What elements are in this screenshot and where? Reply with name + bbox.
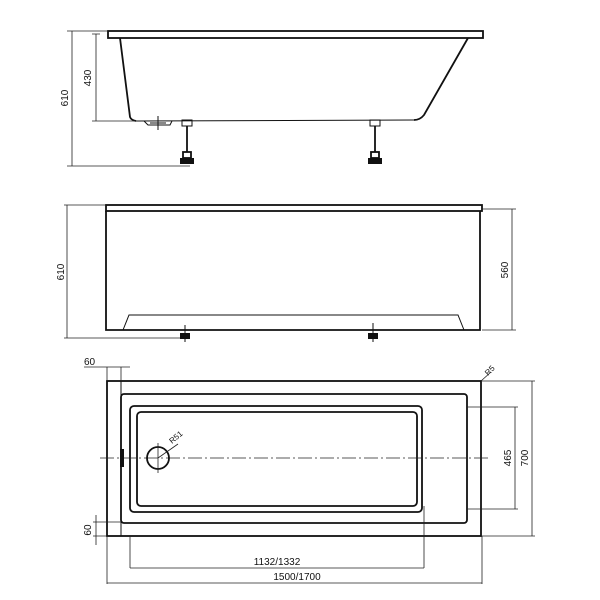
dim-front-610: 610 xyxy=(56,263,67,280)
side-view: 610 430 xyxy=(60,30,484,167)
leg-left xyxy=(180,119,194,164)
dim-rim-60-bottom: 60 xyxy=(83,524,94,536)
dim-overall-700: 700 xyxy=(520,449,531,466)
dim-drain-r51: R51 xyxy=(168,429,185,446)
front-view: 610 560 xyxy=(56,204,516,342)
dim-inner-length: 1132/1332 xyxy=(254,557,301,568)
foot-right xyxy=(368,323,378,342)
drain xyxy=(146,443,179,473)
top-view: R51 R5 60 60 465 700 1132/1332 1500/1700 xyxy=(83,357,535,584)
dim-side-430: 430 xyxy=(83,69,94,86)
dim-corner-r5: R5 xyxy=(483,363,497,377)
leg-right xyxy=(368,119,382,164)
dim-side-610: 610 xyxy=(60,89,71,106)
dim-overall-length: 1500/1700 xyxy=(273,572,321,583)
foot-left xyxy=(180,325,190,342)
dim-inner-465: 465 xyxy=(503,449,514,466)
dim-front-560: 560 xyxy=(500,261,511,278)
dim-rim-60-top: 60 xyxy=(84,357,96,368)
